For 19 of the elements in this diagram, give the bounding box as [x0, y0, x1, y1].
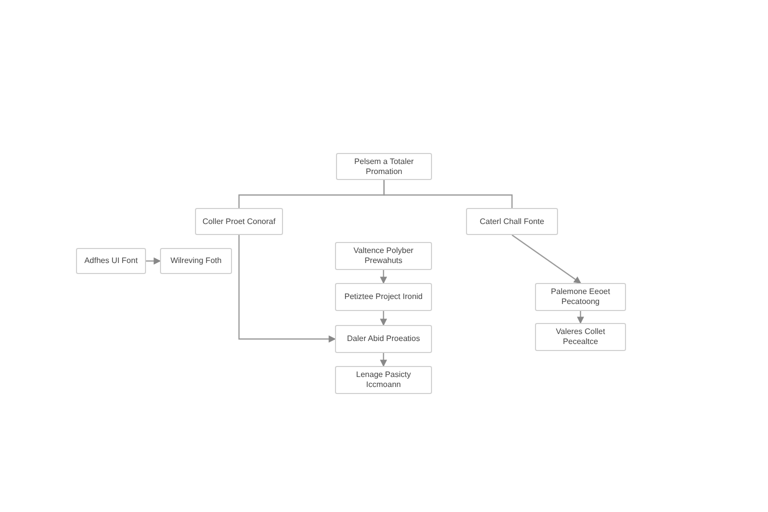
- process-box: Petiztee Project Ironid: [335, 283, 432, 311]
- process-box: Adfhes UI Font: [76, 248, 146, 274]
- process-box: Wilreving Foth: [160, 248, 232, 274]
- process-box: Coller Proet Conoraf: [195, 208, 283, 235]
- process-box: Caterl Chall Fonte: [466, 208, 558, 235]
- process-box: Valtence Polyber Prewahuts: [335, 242, 432, 270]
- process-box: Palemone Eeoet Pecatoong: [535, 283, 626, 311]
- arrow: [512, 234, 582, 284]
- arrow: [380, 311, 388, 326]
- process-box: Lenage Pasicty Iccmoann: [335, 366, 432, 394]
- arrow: [238, 235, 336, 343]
- arrow: [146, 257, 161, 265]
- connector-line: [383, 180, 513, 208]
- arrow: [380, 353, 388, 367]
- process-box: Pelsem a Totaler Promation: [336, 153, 432, 180]
- arrow: [380, 270, 388, 284]
- arrow: [576, 311, 584, 324]
- process-box: Valeres Collet Pecealtce: [535, 323, 626, 351]
- process-box: Daler Abid Proeatios: [335, 325, 432, 353]
